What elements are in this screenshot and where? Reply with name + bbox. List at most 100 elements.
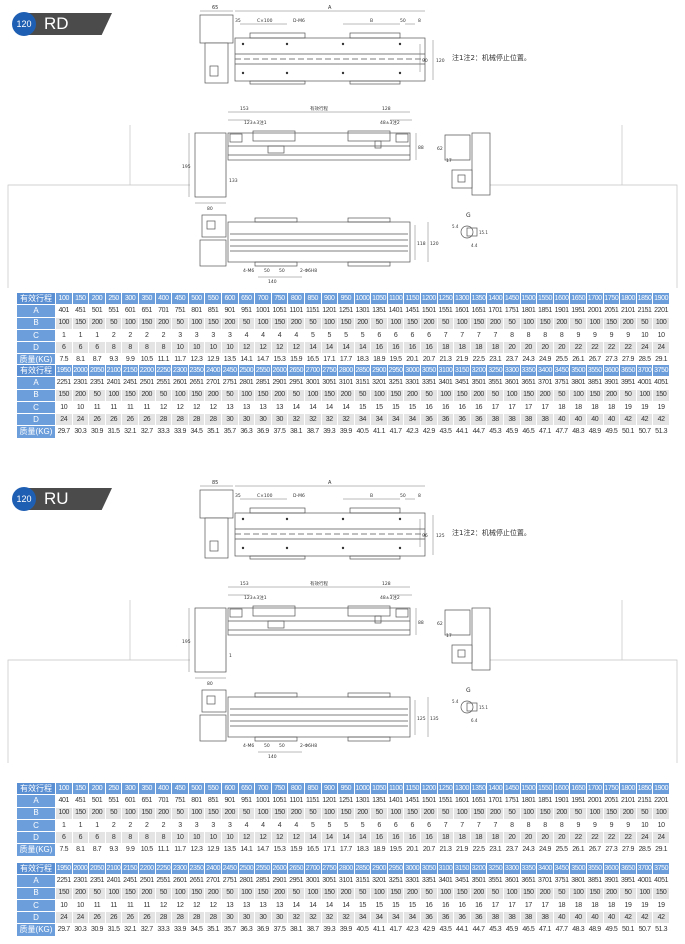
detail-label: G — [466, 212, 471, 219]
table-cell: 50 — [154, 886, 173, 900]
dim-detail-1: 5.4 — [452, 224, 459, 229]
table-cell: 15 — [370, 400, 388, 415]
table-cell: 150 — [254, 388, 272, 402]
table-cell: 42.3 — [403, 923, 422, 937]
table-cell: 50 — [303, 316, 322, 330]
table-cell: 16 — [436, 400, 455, 415]
table-cell: 3801 — [569, 874, 587, 888]
table-cell: 16 — [469, 898, 488, 913]
table-cell: 33.9 — [171, 923, 189, 937]
table-cell: 50 — [503, 806, 521, 820]
table-cell: 8 — [503, 818, 521, 833]
table-cell: 10 — [220, 831, 239, 845]
table-cell: 2 — [137, 328, 156, 343]
table-cell: 50 — [503, 316, 521, 330]
table-cell: 2901 — [270, 874, 289, 888]
table-cell: 36 — [453, 413, 471, 427]
table-cell: 41.7 — [386, 923, 405, 937]
table-cell: 3 — [220, 328, 239, 343]
dim-holes: D-M6 — [293, 493, 305, 499]
table-cell: 150 — [602, 316, 621, 330]
table-cell: 3001 — [303, 376, 322, 390]
dim-span: 140 — [268, 754, 277, 760]
table-cell: 28.5 — [635, 353, 654, 367]
table-cell: 16 — [420, 898, 438, 913]
table-cell: 19 — [652, 898, 670, 913]
table-cell: 751 — [171, 304, 189, 318]
row-label-cell: 质量(KG) — [16, 353, 56, 367]
dim-side-b: 17 — [446, 633, 452, 639]
table-cell: 2201 — [652, 304, 670, 318]
stroke-header-cell: 2200 — [137, 861, 156, 876]
table-cell: 851 — [204, 304, 222, 318]
table-cell: 100 — [237, 886, 256, 900]
stroke-header-cell: 450 — [171, 291, 189, 306]
badge-model-name: RU — [44, 489, 69, 508]
table-cell: 30.9 — [88, 425, 106, 439]
table-cell: 6 — [370, 328, 388, 343]
table-cell: 20 — [552, 341, 571, 355]
table-cell: 100 — [121, 316, 139, 330]
table-cell: 50 — [171, 316, 189, 330]
table-cell: 7 — [436, 328, 455, 343]
table-cell: 30.9 — [88, 923, 106, 937]
stroke-header-cell: 1550 — [536, 781, 554, 796]
table-cell: 1601 — [453, 304, 471, 318]
dim-end-50: 50 — [400, 18, 406, 24]
table-cell: 100 — [187, 316, 206, 330]
stroke-header-cell: 1050 — [370, 781, 388, 796]
dim-detail-2: 15.1 — [479, 705, 488, 710]
stroke-header-cell: 1550 — [536, 291, 554, 306]
table-cell: 50.7 — [635, 923, 654, 937]
table-cell: 3001 — [303, 874, 322, 888]
table-cell: 38.7 — [303, 923, 322, 937]
table-cell: 24 — [55, 911, 73, 925]
stroke-header-cell: 2950 — [386, 363, 405, 378]
table-cell: 23.7 — [503, 843, 521, 857]
table-cell: 100 — [104, 886, 123, 900]
table-cell: 42.3 — [403, 425, 422, 439]
table-cell: 1251 — [337, 794, 355, 808]
table-cell: 30 — [220, 911, 239, 925]
dim-pitch-2: 50 — [279, 268, 285, 274]
badge-bar — [26, 488, 112, 510]
table-cell: 50 — [353, 388, 372, 402]
table-cell: 13 — [254, 400, 272, 415]
table-cell: 47.1 — [536, 923, 554, 937]
table-cell: 2401 — [104, 874, 123, 888]
table-cell: 14.7 — [254, 353, 272, 367]
table-cell: 100 — [254, 316, 272, 330]
table-cell: 150 — [254, 886, 272, 900]
dim-pitch-2: 50 — [279, 743, 285, 749]
stroke-header-cell: 650 — [237, 781, 256, 796]
table-cell: 951 — [237, 794, 256, 808]
table-cell: 50 — [420, 886, 438, 900]
table-cell: 15.3 — [270, 353, 289, 367]
table-cell: 200 — [469, 886, 488, 900]
table-cell: 12 — [154, 898, 173, 913]
table-cell: 16 — [420, 831, 438, 845]
table-cell: 150 — [55, 388, 73, 402]
table-cell: 15.9 — [287, 843, 305, 857]
stroke-header-cell: 3550 — [586, 861, 604, 876]
table-cell: 18 — [602, 898, 621, 913]
table-cell: 50.1 — [619, 923, 637, 937]
stroke-header-cell: 1050 — [370, 291, 388, 306]
stroke-header-cell: 2600 — [270, 363, 289, 378]
model-badge: 120 RU — [12, 487, 112, 511]
dim-spacing: B — [370, 18, 373, 24]
table-cell: 20.1 — [403, 843, 422, 857]
table-cell: 3 — [171, 818, 189, 833]
table-cell: 1 — [55, 818, 73, 833]
stroke-header-cell: 2550 — [254, 861, 272, 876]
table-cell: 200 — [337, 886, 355, 900]
table-cell: 601 — [121, 794, 139, 808]
dim-stop-2: 48±3注2 — [380, 594, 400, 601]
table-cell: 26 — [104, 911, 123, 925]
table-cell: 100 — [453, 316, 471, 330]
table-cell: 8 — [121, 341, 139, 355]
table-cell: 28.5 — [635, 843, 654, 857]
row-label-cell: D — [16, 413, 56, 427]
table-cell: 50 — [552, 886, 571, 900]
